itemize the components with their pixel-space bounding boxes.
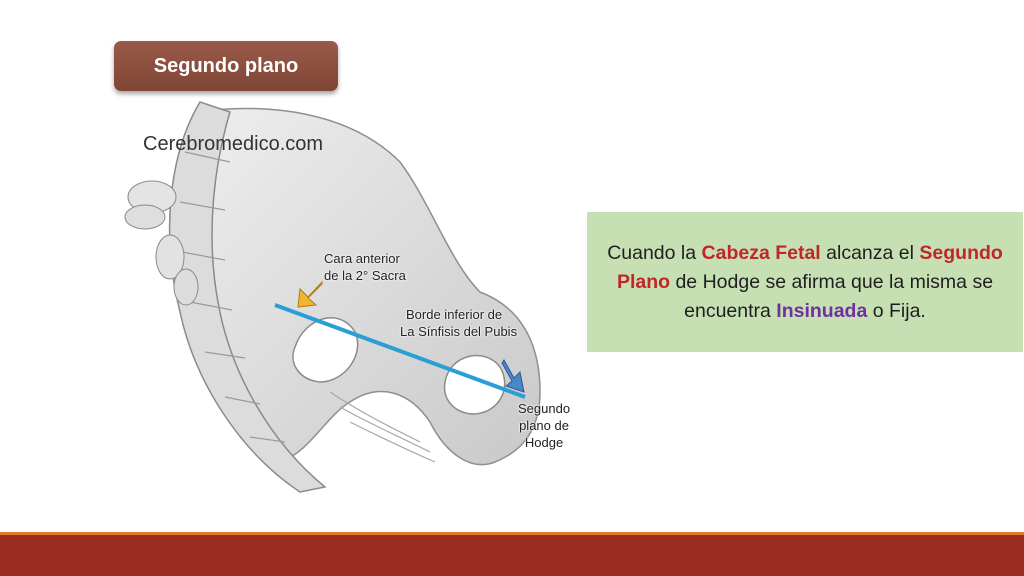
label-segundo-plano-hodge: Segundo plano de Hodge bbox=[518, 401, 571, 450]
label-cara-anterior: Cara anterior de la 2° Sacra bbox=[324, 251, 406, 283]
pubis-arrow-icon bbox=[501, 359, 525, 393]
info-box: Cuando la Cabeza Fetal alcanza el Segund… bbox=[587, 212, 1023, 352]
watermark-text: Cerebromedico.com bbox=[143, 133, 324, 155]
info-text: Cuando la Cabeza Fetal alcanza el Segund… bbox=[607, 241, 1003, 322]
footer-accent-line bbox=[0, 532, 1024, 535]
pelvis-illustration bbox=[124, 101, 541, 493]
highlight-cabeza-fetal: Cabeza Fetal bbox=[701, 241, 821, 264]
pelvis-figure: Cerebromedico.com Cara anterior de la 2°… bbox=[100, 92, 620, 512]
slide-title: Segundo plano bbox=[114, 41, 338, 91]
label-borde-inferior: Borde inferior de La Sínfisis del Pubis bbox=[400, 307, 518, 339]
sacra-arrow-icon bbox=[297, 280, 323, 308]
footer-bar bbox=[0, 535, 1024, 576]
highlight-segundo-plano: Segundo Plano bbox=[616, 241, 1003, 293]
hodge-plane-line bbox=[274, 303, 526, 399]
highlight-insinuada: Insinuada bbox=[776, 299, 868, 322]
